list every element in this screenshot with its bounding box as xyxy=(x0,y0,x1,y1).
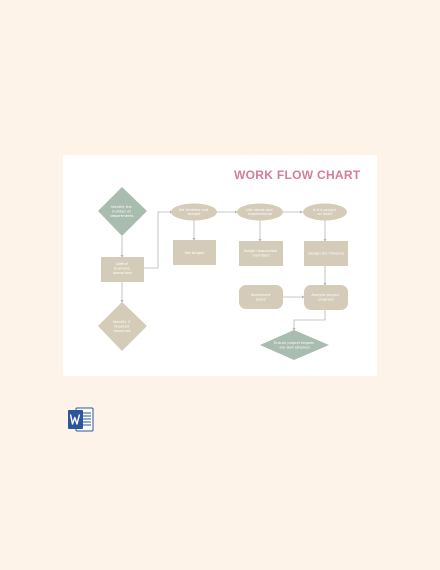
arrowheads xyxy=(120,210,327,331)
label-line: Analyze project xyxy=(312,293,340,297)
label-line: Define xyxy=(116,262,129,266)
rounded-analyze-progress-label: Analyze project progress xyxy=(312,293,341,302)
label-line: number of xyxy=(112,210,131,214)
connector-define-to-timeline xyxy=(144,211,172,269)
decision-resources-shape xyxy=(98,302,147,351)
oval-timeline-budget-label: Set timeline and budget xyxy=(179,208,210,216)
arrowhead xyxy=(292,328,296,331)
rect-design-timeline-shape xyxy=(304,241,348,266)
microsoft-word-icon[interactable] xyxy=(67,406,95,433)
rect-set-targets-shape xyxy=(173,240,216,265)
label-line: requirements xyxy=(248,212,272,216)
label-line: progress xyxy=(318,298,334,302)
label-line: Ensure project targets xyxy=(274,341,314,345)
label-line: Set timeline and xyxy=(179,208,209,212)
rounded-analyze-progress-shape xyxy=(304,285,348,310)
oval-project-on-hold-label: Is it a project on hold? xyxy=(313,208,338,216)
process-define-operations-shape xyxy=(101,257,144,282)
word-w-glyph xyxy=(69,414,81,425)
oval-needs-requirements-shape xyxy=(237,203,283,221)
label-line: Identify the xyxy=(111,205,132,209)
decision-departments-shape xyxy=(98,187,147,236)
label-line: on hold? xyxy=(317,212,332,216)
decision-ensure-targets-shape xyxy=(260,330,329,360)
rect-set-targets-label: Set targets xyxy=(185,251,205,255)
label-line: resources xyxy=(113,329,131,333)
chart-title: WORK FLOW CHART xyxy=(234,168,361,182)
rect-assign-members-shape xyxy=(239,241,283,266)
decision-departments-label: Identify the number of departments xyxy=(110,205,133,218)
label-line: operations xyxy=(113,271,132,275)
rect-design-timeline-label: Design the Timeline xyxy=(308,252,345,256)
label-line: business xyxy=(114,267,130,271)
arrowhead xyxy=(120,255,124,258)
arrowhead xyxy=(323,283,327,286)
label-line: List needs and xyxy=(246,208,272,212)
word-page-lines xyxy=(83,412,91,426)
label-line: Implement xyxy=(251,293,271,297)
label-line: departments xyxy=(110,214,133,218)
connector-progress-to-ensure xyxy=(293,310,326,330)
oval-project-on-hold-shape xyxy=(303,203,347,221)
arrowhead xyxy=(192,238,196,241)
label-line: Identify if xyxy=(113,320,131,324)
connectors xyxy=(121,211,326,330)
arrowhead xyxy=(235,210,238,214)
label-line: Set targets xyxy=(185,251,205,255)
arrowhead xyxy=(300,210,303,214)
process-define-operations-label: Define business operations xyxy=(113,262,132,275)
label-line: required xyxy=(114,325,129,329)
oval-timeline-budget-shape xyxy=(171,203,217,221)
rounded-implement-plans-label: Implement plans xyxy=(251,293,272,302)
label-line: Assign responsible xyxy=(244,249,278,253)
rect-assign-members-label: Assign responsible members xyxy=(244,249,279,258)
decision-ensure-targets-label: Ensure project targets are well attained xyxy=(274,341,315,350)
label-line: Is it a project xyxy=(313,208,337,212)
oval-needs-requirements-label: List needs and requirements xyxy=(246,208,273,216)
rounded-implement-plans-shape xyxy=(239,285,283,309)
label-line: plans xyxy=(256,298,266,302)
arrowhead xyxy=(323,239,327,242)
label-line: members xyxy=(252,254,269,258)
arrowhead xyxy=(302,295,305,299)
label-line: Design the Timeline xyxy=(308,252,345,256)
decision-resources-label: Identify if required resources xyxy=(113,320,131,333)
label-line: are well attained xyxy=(279,346,309,350)
arrowhead xyxy=(258,239,262,242)
label-line: budget xyxy=(188,212,201,216)
arrowhead xyxy=(120,300,124,303)
